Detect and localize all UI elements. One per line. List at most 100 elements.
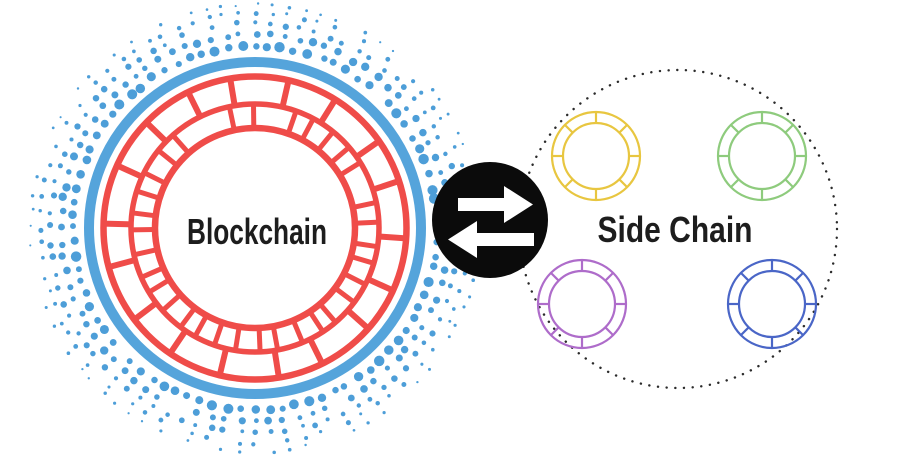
halo-dot <box>140 420 144 423</box>
halo-dot <box>58 192 67 201</box>
halo-dot <box>66 330 71 335</box>
halo-dot <box>132 49 136 54</box>
halo-dot <box>251 405 261 414</box>
halo-dot <box>195 396 204 405</box>
node-ring-circle <box>737 269 807 339</box>
halo-dot <box>282 23 289 30</box>
halo-dot <box>430 87 435 92</box>
node-segment-divider <box>794 272 804 282</box>
halo-dot <box>435 135 440 140</box>
halo-dot <box>70 296 76 302</box>
halo-dot <box>381 384 387 391</box>
halo-dot <box>304 396 315 407</box>
halo-dot <box>127 89 138 100</box>
halo-dot <box>31 207 35 211</box>
chain-segment-divider <box>170 133 191 155</box>
halo-dot <box>61 151 68 158</box>
halo-dot <box>99 102 107 110</box>
halo-dot <box>452 145 457 149</box>
halo-dot <box>71 184 81 194</box>
chain-segment-divider <box>212 321 225 346</box>
halo-dot <box>266 405 276 415</box>
halo-dot <box>266 30 274 38</box>
halo-dot <box>100 119 109 128</box>
halo-dot <box>400 120 408 128</box>
chain-segment-divider <box>132 300 159 322</box>
halo-dot <box>384 365 390 371</box>
halo-dot <box>151 404 156 408</box>
halo-dot <box>252 429 258 435</box>
halo-dot <box>154 394 160 400</box>
blockchain-outline-circle <box>84 57 426 399</box>
chain-segment-divider <box>227 78 238 107</box>
node-segment-divider <box>550 272 560 282</box>
halo-dot <box>234 19 240 26</box>
halo-dot <box>189 11 193 15</box>
halo-dot <box>401 382 407 387</box>
halo-dot <box>146 72 156 82</box>
halo-dot <box>207 14 212 20</box>
halo-dot <box>63 266 71 275</box>
halo-dot <box>159 23 163 27</box>
halo-dot <box>185 52 195 62</box>
chain-ring-circle <box>151 124 359 332</box>
halo-dot <box>400 84 407 91</box>
halo-dot <box>81 367 84 371</box>
chain-segment-divider <box>279 79 292 108</box>
halo-dot <box>130 376 138 385</box>
chain-segment-divider <box>133 247 158 258</box>
halo-dot <box>54 273 59 277</box>
halo-dot <box>409 135 416 142</box>
chain-segment-divider <box>354 138 381 160</box>
halo-dot <box>410 313 419 322</box>
halo-dot <box>385 56 391 62</box>
halo-dot <box>66 351 71 356</box>
halo-dot <box>112 53 116 57</box>
halo-dot <box>451 307 456 311</box>
halo-dot <box>74 123 81 130</box>
halo-dot <box>142 410 148 415</box>
halo-dot <box>338 40 344 46</box>
halo-dot <box>425 169 433 178</box>
chain-segment-divider <box>256 327 263 353</box>
chain-segment-divider <box>144 120 169 144</box>
halo-dot <box>304 443 307 447</box>
halo-dot <box>402 365 410 372</box>
halo-dot <box>219 426 226 433</box>
halo-dot <box>402 326 410 335</box>
halo-dot <box>272 450 276 455</box>
halo-dot <box>395 354 403 362</box>
chain-segment-divider <box>290 319 305 344</box>
chain-segment-divider <box>160 292 183 313</box>
halo-dot <box>154 55 162 63</box>
chain-segment-divider <box>366 276 395 294</box>
chain-segment-divider <box>107 257 136 270</box>
chain-segment-divider <box>285 110 299 135</box>
halo-dot <box>311 29 316 34</box>
halo-dot <box>234 5 237 8</box>
halo-dot <box>345 420 351 426</box>
halo-dot <box>70 251 82 262</box>
chain-segment-divider <box>140 265 165 280</box>
halo-dot <box>103 391 107 395</box>
halo-dot <box>379 41 382 44</box>
chain-segment-divider <box>167 329 188 356</box>
halo-dot <box>437 97 441 101</box>
halo-dot <box>403 106 409 112</box>
halo-dot <box>281 428 288 435</box>
halo-dot <box>382 411 386 415</box>
halo-dot <box>360 385 368 393</box>
halo-dot <box>53 301 58 306</box>
halo-dot <box>391 108 402 119</box>
node-segment-divider <box>784 178 794 188</box>
halo-dot <box>126 358 133 365</box>
halo-dot <box>138 395 143 400</box>
halo-dot <box>418 153 429 165</box>
halo-dot <box>347 394 355 402</box>
chain-segment-divider <box>350 254 375 266</box>
halo-dot <box>315 19 319 23</box>
halo-dot <box>70 198 78 206</box>
halo-dot <box>457 289 462 294</box>
sidechain-nodes <box>536 110 818 350</box>
halo-dot <box>367 396 373 402</box>
